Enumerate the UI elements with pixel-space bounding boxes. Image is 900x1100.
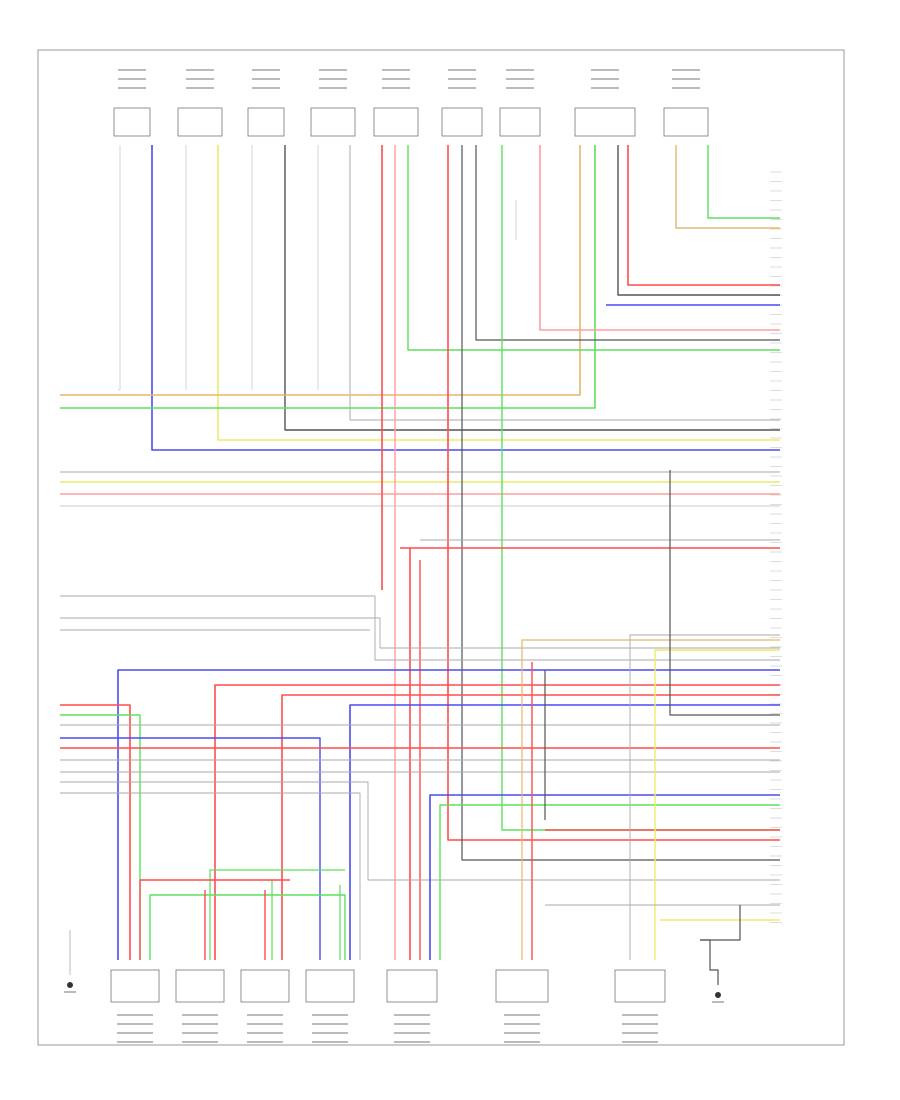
wire-55 [209,869,345,960]
ground-right-symbol [700,939,724,1003]
wire-8 [60,145,581,396]
top-components [113,69,709,137]
wire-26 [501,145,780,831]
wire-0 [118,145,121,391]
wire-25 [461,145,780,861]
wire-46 [60,781,780,881]
wire-37 [60,714,141,960]
wire-36 [60,704,131,960]
top-component-6 [441,107,483,137]
bottom-component-1 [110,969,160,1003]
bottom-component-2 [175,969,225,1003]
wire-33 [60,617,780,649]
wire-61 [629,634,780,960]
top-component-2 [177,107,223,137]
wire-65 [669,470,780,716]
wire-15 [707,145,780,219]
wire-20 [475,145,780,341]
diagram-frame [37,49,845,1046]
wire-24 [447,145,780,841]
wire-49 [439,804,780,960]
right-connector-column [770,171,782,923]
wire-40 [349,704,780,960]
top-component-5 [373,107,419,137]
bottom-component-7 [614,969,666,1003]
wires [60,145,780,960]
wire-21 [407,145,780,351]
wire-14 [675,145,780,229]
wire-16 [627,145,780,286]
wire-62 [654,649,780,960]
wire-47 [60,792,361,960]
wire-35 [117,669,780,960]
wire-39 [281,694,780,960]
bottom-component-3 [240,969,290,1003]
wire-42 [60,737,321,960]
wire-1 [151,145,780,451]
wire-3 [217,145,780,441]
top-component-7 [499,107,541,137]
wire-17 [617,145,780,296]
wire-66 [700,905,741,941]
wire-7 [349,145,780,421]
bottom-component-4 [305,969,355,1003]
wire-9 [60,145,596,409]
bottom-component-5 [386,969,438,1003]
wire-54 [149,894,346,960]
bottom-components [110,969,666,1043]
top-component-3 [247,107,285,137]
top-component-4 [310,107,356,137]
wire-5 [284,145,780,431]
top-component-8 [574,107,636,137]
top-component-1 [113,107,151,137]
bottom-component-6 [495,969,549,1003]
top-component-9 [663,107,709,137]
wire-19 [539,145,780,331]
ground-left-symbol [64,930,76,993]
wire-58 [139,879,290,960]
wire-32 [60,595,780,661]
wire-38 [214,684,780,960]
wire-50 [521,639,780,960]
wire-48 [429,794,780,960]
